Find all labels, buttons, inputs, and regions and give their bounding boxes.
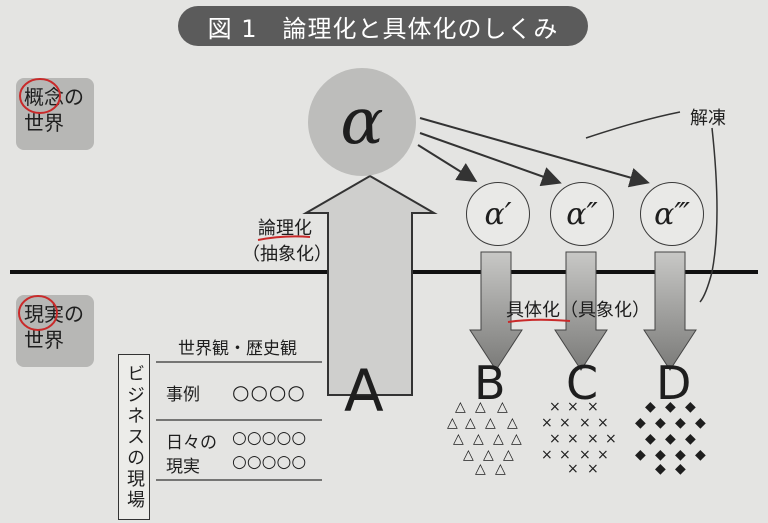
concept-world-label: 概念の 世界 <box>16 78 94 150</box>
alpha-double-prime-circle: α″ <box>550 182 614 246</box>
diamond-mark: ◆ <box>655 415 666 431</box>
daily-marks-line-2: ○○○○○ <box>232 452 307 472</box>
cross-mark: × <box>597 447 609 463</box>
diamond-mark: ◆ <box>645 431 656 447</box>
diamond-mark: ◆ <box>655 447 666 463</box>
down-arrow-c <box>554 251 608 371</box>
triangle-mark: △ <box>495 461 506 477</box>
letter-a: A <box>344 357 384 425</box>
abstraction-label: （抽象化） <box>242 244 332 265</box>
cross-mark: × <box>587 399 599 415</box>
cross-mark: × <box>567 399 579 415</box>
worldview-label: 世界観・歴史観 <box>178 339 297 359</box>
triangle-mark: △ <box>497 399 508 415</box>
cross-mark: × <box>579 415 591 431</box>
cross-mark: × <box>587 431 599 447</box>
daily-marks-line-1: ○○○○○ <box>232 428 307 448</box>
triangle-mark: △ <box>453 431 464 447</box>
triangle-mark: △ <box>503 447 514 463</box>
diamond-mark: ◆ <box>695 447 706 463</box>
triangle-mark: △ <box>483 447 494 463</box>
cross-mark: × <box>567 431 579 447</box>
cross-mark: × <box>549 399 561 415</box>
triangle-mark: △ <box>463 447 474 463</box>
logicalization-label: 論理化 <box>258 218 312 239</box>
daily-label-line-2: 現実 <box>166 457 200 477</box>
diamond-mark: ◆ <box>675 415 686 431</box>
letter-d: D <box>656 356 692 410</box>
cross-mark: × <box>549 431 561 447</box>
figure-title: 図 1 論理化と具体化のしくみ <box>178 6 588 46</box>
arrow-to-alpha-double <box>419 132 562 187</box>
thaw-curve <box>699 127 718 303</box>
cross-mark: × <box>597 415 609 431</box>
diamond-mark: ◆ <box>675 447 686 463</box>
triangle-mark: △ <box>507 415 518 431</box>
cross-mark: × <box>541 415 553 431</box>
red-underline-logic <box>257 235 311 241</box>
arrow-to-alpha-triple <box>419 117 650 188</box>
diamond-mark: ◆ <box>675 461 686 477</box>
diamond-mark: ◆ <box>645 399 656 415</box>
triangle-mark: △ <box>465 415 476 431</box>
red-underline-concrete <box>507 318 571 323</box>
diamond-mark: ◆ <box>635 447 646 463</box>
cross-mark: × <box>605 431 617 447</box>
daily-label-line-1: 日々の <box>166 433 217 453</box>
diamond-mark: ◆ <box>695 415 706 431</box>
triangle-mark: △ <box>475 399 486 415</box>
thaw-leader-line <box>585 111 681 139</box>
cross-mark: × <box>587 461 599 477</box>
diamond-mark: ◆ <box>655 461 666 477</box>
cross-mark: × <box>567 461 579 477</box>
cross-mark: × <box>579 447 591 463</box>
diamond-mark: ◆ <box>665 431 676 447</box>
red-circle-reality <box>18 295 58 331</box>
triangle-mark: △ <box>493 431 504 447</box>
alpha-circle: α <box>308 68 416 176</box>
red-circle-concept <box>19 78 61 114</box>
triangle-mark: △ <box>485 415 496 431</box>
cross-mark: × <box>559 415 571 431</box>
diamond-mark: ◆ <box>665 399 676 415</box>
triangle-mark: △ <box>455 399 466 415</box>
down-arrow-d <box>643 251 697 371</box>
alpha-prime-circle: α′ <box>466 182 530 246</box>
cross-mark: × <box>559 447 571 463</box>
business-field-label: ビジネスの現場 <box>118 354 150 520</box>
cross-mark: × <box>541 447 553 463</box>
triangle-mark: △ <box>475 461 486 477</box>
letter-b: B <box>474 356 506 410</box>
case-label: 事例 <box>166 385 200 405</box>
diamond-mark: ◆ <box>635 415 646 431</box>
alpha-triple-prime-circle: α‴ <box>640 182 704 246</box>
diamond-mark: ◆ <box>685 431 696 447</box>
logicalization-up-arrow <box>302 174 438 396</box>
triangle-mark: △ <box>511 431 522 447</box>
arrow-to-alpha-prime <box>417 144 478 183</box>
reality-world-line-2: 世界 <box>24 328 64 352</box>
triangle-mark: △ <box>473 431 484 447</box>
down-arrow-b <box>469 251 523 371</box>
triangle-mark: △ <box>447 415 458 431</box>
diamond-mark: ◆ <box>685 399 696 415</box>
concept-world-line-1: 概念の <box>24 85 84 109</box>
letter-c: C <box>566 356 599 410</box>
thaw-label: 解凍 <box>690 108 726 129</box>
concept-world-line-2: 世界 <box>24 111 64 135</box>
case-marks: ○○○○ <box>232 380 306 404</box>
concretization-label: 具体化（具象化） <box>506 300 650 321</box>
